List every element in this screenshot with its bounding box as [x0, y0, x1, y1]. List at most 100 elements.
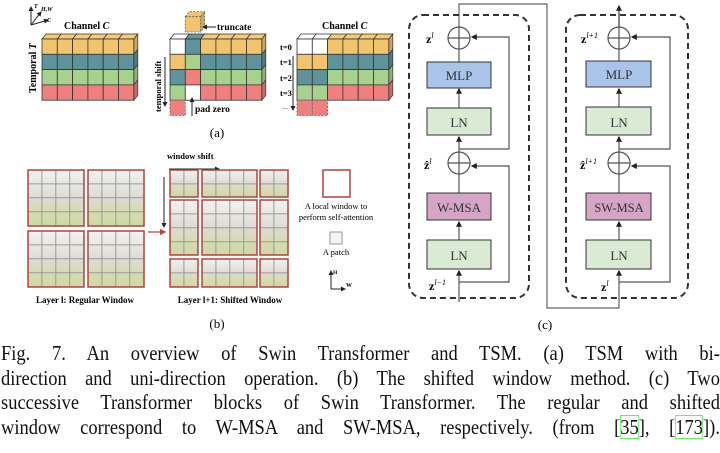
z-l-label-input: zl: [601, 279, 609, 294]
legend-window-line1: A local window to: [305, 201, 368, 211]
z-hat-l-plus-1-label: ẑl+1: [580, 157, 597, 172]
axis-t-label: T: [34, 4, 38, 10]
feature-cell: [56, 38, 73, 55]
feature-cell: [296, 84, 313, 101]
feature-cell: [118, 38, 135, 55]
feature-cell: [169, 38, 186, 55]
w-msa-label: W-MSA: [437, 200, 482, 215]
feature-cell: [342, 84, 359, 101]
caption-line-1: Fig. 7. An overview of Swin Transformer …: [1, 341, 720, 365]
feature-cell: [373, 69, 390, 86]
local-window: [27, 169, 85, 227]
ln-label: LN: [450, 115, 468, 130]
feature-cell: [184, 69, 202, 86]
add-icon: [447, 26, 471, 50]
pad-zero-label: pad zero: [195, 105, 230, 115]
feature-cell: [72, 84, 89, 101]
caption-separator: ], [: [638, 414, 676, 439]
block-1-border: [408, 14, 530, 299]
axis-c-label: C: [47, 18, 52, 24]
residual-connection-2: [459, 34, 510, 150]
feature-cell: [102, 84, 119, 101]
legend-window-swatch: [322, 169, 351, 198]
local-window: [87, 230, 145, 288]
local-window: [169, 258, 199, 288]
block-connection-line: [458, 3, 620, 309]
feature-cell: [373, 38, 390, 55]
feature-cell: [342, 38, 359, 55]
feature-cell: [230, 69, 247, 86]
ln-label: LN: [610, 115, 628, 130]
window-border: [27, 230, 85, 288]
window-border: [27, 169, 85, 227]
feature-cell: [87, 53, 104, 70]
padded-cell: [296, 99, 313, 116]
panel-c: MLP LN W-MSA LN zl ẑl zl−1 MLP: [408, 3, 689, 332]
truncate-label: truncate: [217, 23, 251, 33]
feature-cell: [357, 38, 374, 55]
z-l-plus-1-label: zl+1: [581, 31, 598, 46]
add-icon: [607, 26, 631, 50]
local-window: [87, 169, 145, 227]
caption-line-2: direction and uni-direction operation. (…: [1, 365, 720, 390]
layer-norm-box: [585, 239, 652, 270]
mlp-label: MLP: [606, 67, 633, 82]
feature-cell: [87, 84, 104, 101]
feature-cell: [87, 38, 104, 55]
shifted-window-caption: Layer l+1: Shifted Window: [178, 295, 283, 305]
channel-label-left: Channel C: [64, 21, 110, 32]
feature-cell: [215, 38, 232, 55]
legend-patch-label: A patch: [323, 247, 350, 257]
axis-h-label: H: [333, 270, 338, 276]
layer-norm-box: [426, 239, 492, 270]
w-msa-box: [426, 192, 492, 221]
feature-cell: [246, 84, 263, 101]
add-icon: [447, 151, 471, 175]
residual-connection-1: [619, 163, 671, 283]
legend-window-line2: perform self-attention: [299, 212, 374, 222]
local-window: [169, 199, 199, 256]
window-border: [201, 258, 258, 288]
feature-cell: [200, 53, 217, 70]
local-window: [201, 199, 258, 256]
temporal-label: Temporal T: [28, 42, 39, 93]
ln-label: LN: [610, 248, 628, 263]
feature-cell: [56, 69, 73, 86]
window-border: [87, 230, 145, 288]
sw-msa-label: SW-MSA: [594, 201, 643, 215]
feature-cell: [102, 53, 119, 70]
panel-b-label: (b): [209, 316, 224, 331]
feature-cell: [327, 69, 344, 86]
feature-cell: [200, 69, 217, 86]
feature-cell: [72, 38, 89, 55]
feature-cell: [357, 69, 374, 86]
panel-b: window shift A local window to perform s…: [27, 151, 374, 331]
citation-link-173[interactable]: 173: [675, 414, 704, 439]
feature-cell: [311, 53, 328, 70]
original-feature-block: [41, 33, 139, 102]
caption-end: ]).: [703, 414, 720, 439]
figure: T H,W C Channel C Temporal T truncate te…: [27, 3, 689, 332]
window-shift-label: window shift: [167, 151, 214, 161]
feature-cell: [230, 38, 247, 55]
window-border: [87, 169, 145, 227]
citation-link-35[interactable]: 35: [620, 414, 639, 439]
feature-cell: [169, 69, 186, 86]
feature-cell: [87, 69, 104, 86]
feature-cell: [184, 38, 202, 55]
feature-cell: [246, 38, 263, 55]
axis-w-label: W: [346, 283, 352, 289]
panel-a: T H,W C Channel C Temporal T truncate te…: [28, 4, 394, 140]
feature-cell: [41, 84, 58, 101]
padded-cell: [311, 99, 328, 116]
local-window: [201, 169, 258, 198]
feature-cell: [327, 38, 344, 55]
shifted-window-grid: [169, 169, 289, 288]
residual-connection-2: [619, 34, 671, 150]
feature-cell: [296, 38, 313, 55]
truncated-cube: [184, 16, 202, 33]
axes-icon: T H,W C: [28, 4, 53, 26]
feature-cell: [56, 84, 73, 101]
local-window: [259, 169, 289, 198]
feature-cell: [118, 53, 135, 70]
